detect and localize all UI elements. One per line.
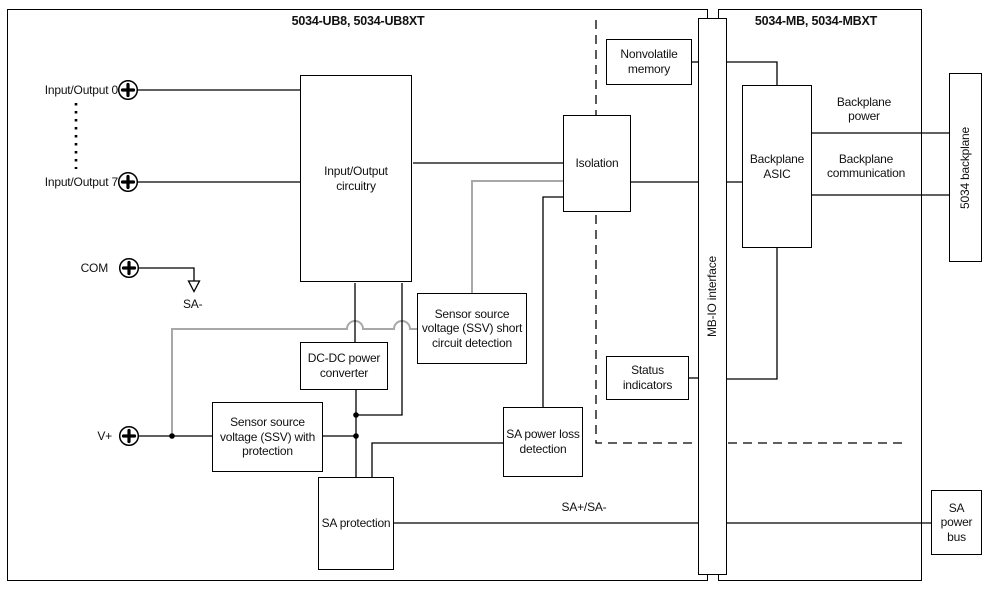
block-ssv-short-circuit-detection: Sensor source voltage (SSV) short circui… (417, 293, 527, 364)
block-sa-protection: SA protection (318, 477, 394, 570)
ssv-short-to-isolation-wire (471, 180, 563, 293)
wire-sa-loss-to-sa-protection (371, 442, 503, 477)
block-status-indicators: Status indicators (606, 356, 689, 400)
block-ssv-with-protection: Sensor source voltage (SSV) with protect… (212, 402, 323, 472)
mb-io-interface-label: MB-IO interface (705, 255, 720, 338)
block-io-circuitry: Input/Output circuitry (300, 75, 412, 282)
block-mb-io-interface: MB-IO interface (698, 18, 727, 575)
junction-dot (353, 412, 359, 418)
backplane-5034-label: 5034 backplane (958, 126, 973, 209)
terminal-label-io0: Input/Output 0 (44, 83, 118, 97)
sa-minus-reference-icon (187, 280, 201, 293)
terminal-vplus-icon (118, 425, 140, 447)
right-module-title: 5034-MB, 5034-MBXT (754, 14, 878, 28)
signal-wires (138, 61, 949, 524)
block-sa-power-loss-detection: SA power loss detection (503, 407, 583, 477)
junction-dot (353, 433, 359, 439)
backplane-communication-label: Backplane communication (826, 152, 906, 181)
sa-bus-label: SA+/SA- (561, 500, 607, 514)
terminal-io7-icon (117, 171, 139, 193)
backplane-power-label: Backplane power (836, 95, 892, 124)
junction-dots (169, 412, 359, 439)
left-module-title: 5034-UB8, 5034-UB8XT (291, 14, 425, 28)
sa-minus-label: SA- (183, 297, 203, 311)
wire-mbio-to-asic-top (727, 61, 778, 85)
block-dc-dc-power-converter: DC-DC power converter (300, 342, 388, 390)
terminal-io0-icon (117, 79, 139, 101)
block-nonvolatile-memory: Nonvolatile memory (606, 39, 692, 85)
block-5034-backplane: 5034 backplane (949, 73, 982, 262)
block-isolation: Isolation (563, 115, 631, 212)
block-backplane-asic: Backplane ASIC (742, 85, 812, 248)
wire-com (138, 267, 195, 281)
junction-dot (169, 433, 175, 439)
terminal-com-icon (118, 257, 140, 279)
wire-io-to-ssv-node (356, 283, 403, 416)
ssv-sense-wire (171, 320, 417, 436)
terminal-label-io7: Input/Output 7 (44, 175, 118, 189)
terminal-label-com: COM (80, 261, 109, 275)
wire-asic-bottom-to-mbio (727, 248, 778, 380)
terminal-label-vplus: V+ (97, 429, 112, 443)
wire-isolation-to-sa-loss (542, 196, 563, 407)
block-sa-power-bus: SA power bus (931, 490, 982, 555)
screw-terminals (117, 79, 140, 447)
